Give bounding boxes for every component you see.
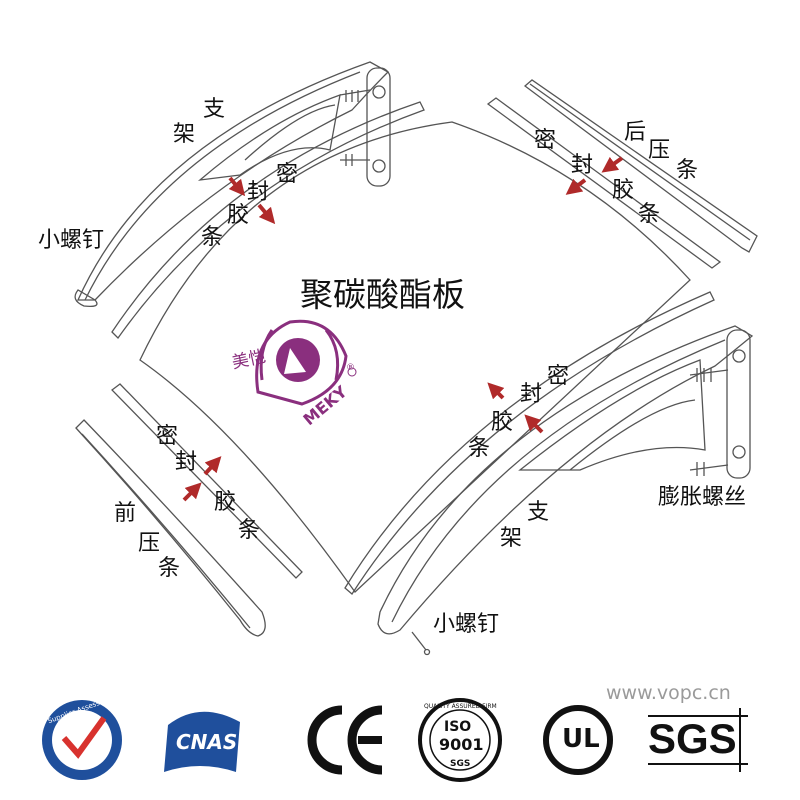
label-front-bar-3: 条 (158, 556, 181, 581)
product-title: 聚碳酸酯板 (300, 275, 465, 314)
cert-iso9001 (418, 698, 502, 782)
label-seal-bl-4: 条 (238, 518, 261, 543)
label-seal-bl-2: 封 (175, 450, 198, 475)
label-front-bar-2: 压 (138, 531, 161, 556)
arrows (182, 156, 624, 502)
label-small-screw-top: 小螺钉 (38, 228, 105, 253)
label-bracket-bottom-1: 支 (527, 500, 550, 525)
label-small-screw-bottom: 小螺钉 (433, 612, 500, 637)
cert-iso-num: 9001 (439, 735, 484, 754)
cert-iso-bottom: SGS (450, 759, 471, 769)
cert-supplier-assessment (42, 700, 122, 780)
label-front-bar-1: 前 (114, 501, 137, 526)
cert-sgs (648, 708, 748, 772)
seal-strip-bottom-right (344, 291, 715, 595)
label-seal-br-2: 封 (520, 382, 543, 407)
cert-cnas (164, 711, 240, 772)
meky-logo (255, 319, 357, 406)
cert-ce (307, 705, 383, 775)
label-seal-tr-4: 条 (638, 202, 661, 227)
website-url: www.vopc.cn (606, 682, 731, 704)
cert-sgs-text: SGS (648, 715, 737, 762)
seal-strip-top-left (111, 101, 425, 340)
label-seal-bl-3: 胶 (214, 490, 237, 515)
label-bracket-top-1: 支 (203, 97, 226, 122)
cert-iso-main: ISO (444, 719, 472, 735)
label-seal-br-3: 胶 (491, 410, 514, 435)
label-bracket-bottom-2: 架 (500, 526, 523, 551)
cert-ce-text: CE (300, 700, 301, 701)
label-rear-bar-2: 压 (648, 138, 671, 163)
front-press-bar (75, 383, 303, 637)
label-seal-tl-4: 条 (201, 225, 224, 250)
label-expansion-screw: 膨胀螺丝 (658, 485, 747, 510)
label-bracket-top-2: 架 (173, 122, 196, 147)
small-screw-bottom (411, 631, 427, 651)
label-seal-br-4: 条 (468, 436, 491, 461)
cert-iso-top: QUALITY ASSURED FIRM (424, 703, 497, 710)
bracket-bottom-right (377, 325, 754, 635)
cert-ul-text: UL (562, 724, 600, 754)
label-seal-tl-2: 封 (247, 180, 270, 205)
label-seal-tr-2: 封 (571, 153, 594, 178)
rear-press-bar (486, 79, 758, 269)
label-rear-bar-3: 条 (676, 158, 699, 183)
label-rear-bar-1: 后 (624, 120, 647, 145)
logo-registered-mark: ® (346, 363, 355, 373)
label-seal-tr-3: 胶 (612, 178, 635, 203)
label-seal-br-1: 密 (547, 364, 570, 389)
bracket-top-left (74, 61, 391, 308)
label-seal-bl-1: 密 (156, 424, 179, 449)
label-seal-tl-1: 密 (276, 162, 299, 187)
cert-ul (543, 705, 613, 775)
label-seal-tl-3: 胶 (227, 203, 250, 228)
cert-cnas-text: CNAS (176, 730, 238, 754)
polycarbonate-sheet (139, 121, 691, 593)
label-seal-tr-1: 密 (534, 128, 557, 153)
